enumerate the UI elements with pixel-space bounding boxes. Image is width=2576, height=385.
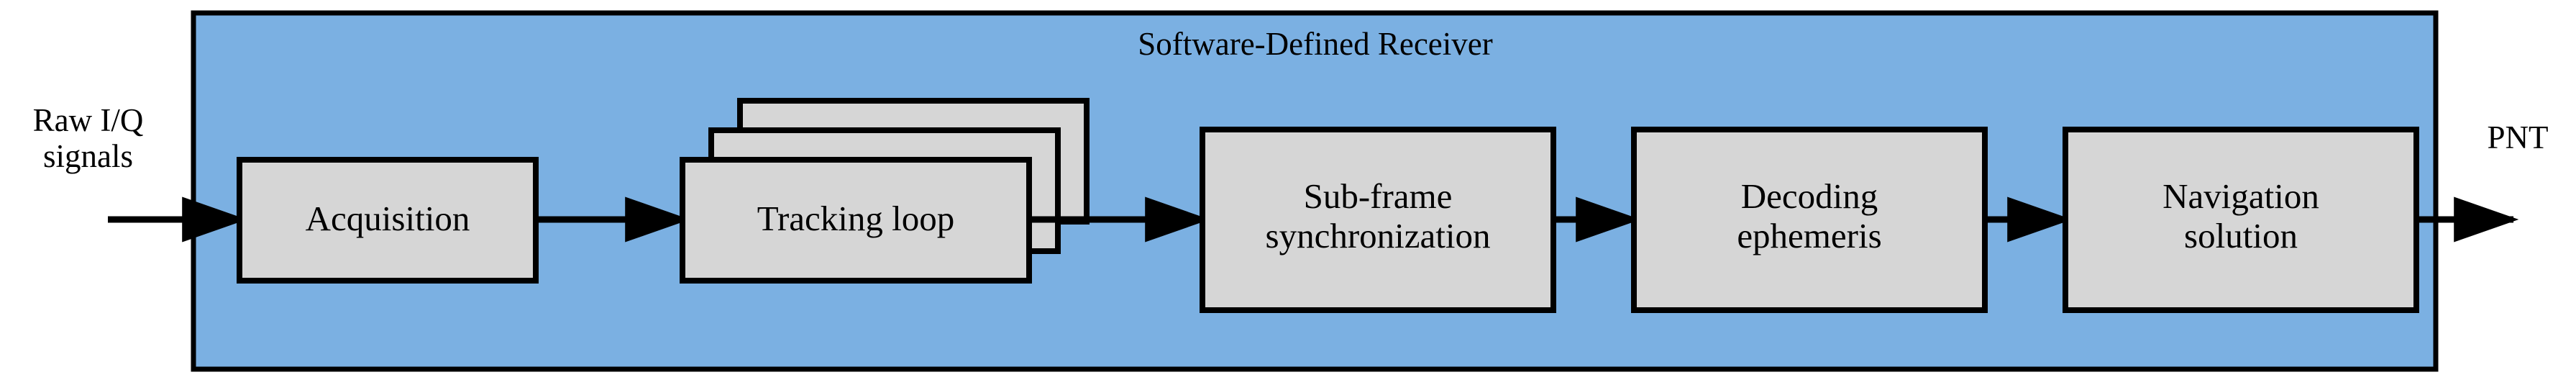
subframe-sync-block-rect[interactable] bbox=[1200, 127, 1556, 313]
output-label: PNT bbox=[2487, 119, 2549, 155]
navigation-solution-block-rect[interactable] bbox=[2063, 127, 2419, 313]
tracking-loop-block-label: Tracking loop bbox=[757, 199, 955, 238]
tracking-loop-block-rect[interactable] bbox=[680, 157, 1032, 284]
subframe-sync-block-label: Sub-frame synchronization bbox=[1265, 176, 1491, 255]
navigation-solution-block-label: Navigation solution bbox=[2162, 176, 2319, 255]
acquisition-block-rect[interactable] bbox=[237, 157, 539, 284]
decoding-ephemeris-block-label: Decoding ephemeris bbox=[1737, 176, 1882, 255]
sdr-container-title: Software-Defined Receiver bbox=[1138, 26, 1493, 62]
input-label: Raw I/Q signals bbox=[32, 102, 144, 175]
acquisition-block-label: Acquisition bbox=[305, 199, 470, 238]
decoding-ephemeris-block-rect[interactable] bbox=[1631, 127, 1988, 313]
